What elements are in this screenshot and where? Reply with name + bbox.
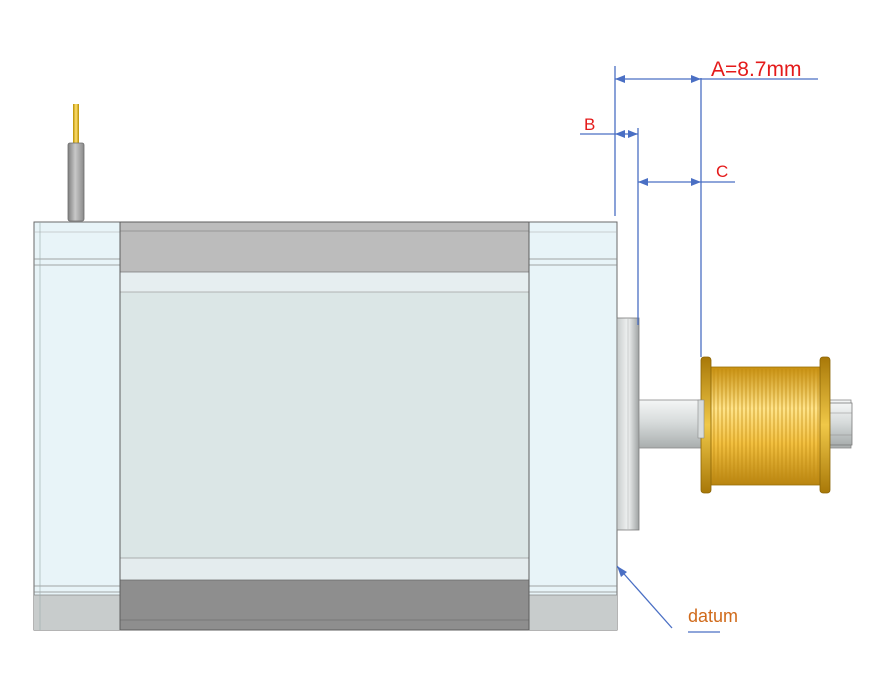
pulley-tooth-lines (713, 369, 819, 483)
wire-core (73, 104, 79, 146)
wire-sheath (67, 142, 85, 222)
top-rib-dark (119, 222, 530, 272)
arrow-b-left (615, 130, 625, 138)
top-rib-light (119, 272, 530, 292)
label-datum: datum (688, 606, 738, 626)
right-end-cap (528, 221, 618, 631)
arrow-c-left (638, 178, 648, 186)
pulley-hub-bore (697, 399, 705, 439)
lead-wire (67, 104, 85, 222)
arrow-b-right (628, 130, 638, 138)
datum-leader (616, 565, 673, 629)
pulley-teeth (709, 366, 822, 486)
arrow-a-left (615, 75, 625, 83)
dimension-arrows (615, 75, 701, 577)
left-end-cap (33, 221, 121, 631)
stepper-motor (33, 221, 853, 631)
pulley-flange-right (819, 356, 831, 494)
arrow-a-right (691, 75, 701, 83)
label-dim-a: A=8.7mm (711, 58, 801, 81)
arrow-c-right (691, 178, 701, 186)
bottom-rib-light (119, 558, 530, 580)
label-dim-c: C (716, 162, 728, 181)
bottom-rib-dark (119, 580, 530, 630)
label-dim-b: B (584, 115, 595, 134)
dimension-lines (580, 66, 818, 633)
arrow-datum (617, 566, 627, 577)
front-boss (616, 317, 640, 531)
timing-pulley (697, 356, 831, 494)
